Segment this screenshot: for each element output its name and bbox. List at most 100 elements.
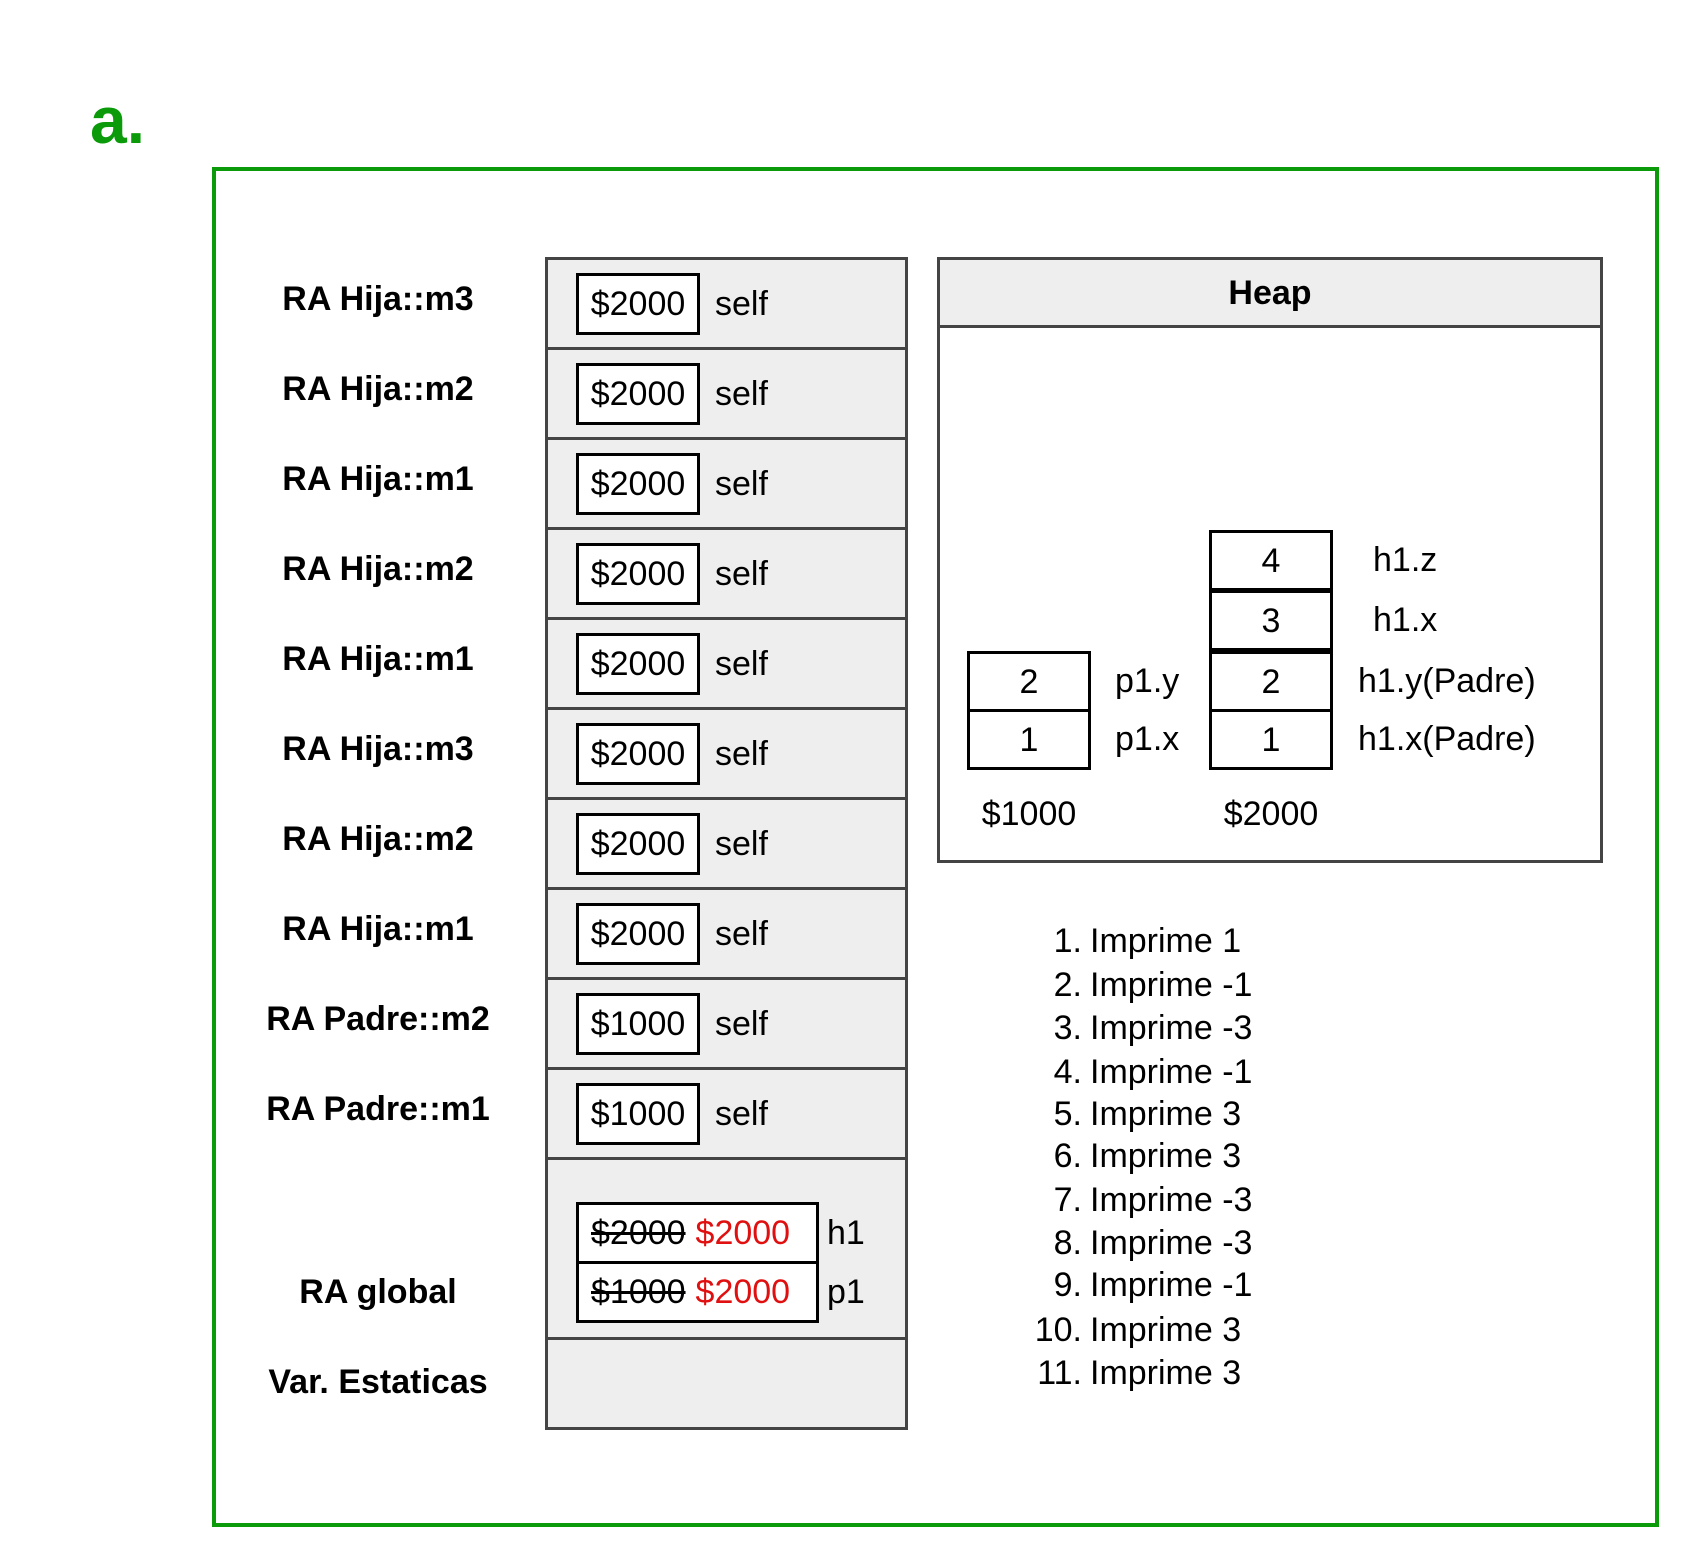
- var-name: self: [715, 915, 768, 953]
- var-name: self: [715, 825, 768, 863]
- stack-frame: $2000 self: [545, 527, 908, 620]
- list-item: 4.Imprime -1: [1010, 1053, 1253, 1092]
- item-number: 9.: [1053, 1266, 1082, 1304]
- item-text: Imprime 1: [1090, 922, 1242, 960]
- global-var-value: $1000$2000: [576, 1261, 819, 1323]
- self-value: $1000: [576, 993, 700, 1055]
- item-text: Imprime 3: [1090, 1354, 1242, 1392]
- old-value: $1000: [591, 1273, 686, 1311]
- self-value: $2000: [576, 903, 700, 965]
- item-number: 4.: [1053, 1053, 1082, 1091]
- list-item: 8.Imprime -3: [1010, 1224, 1253, 1263]
- item-text: Imprime -1: [1090, 966, 1253, 1004]
- heap-cell: 4: [1209, 530, 1333, 591]
- stack-frame: $2000 self: [545, 257, 908, 350]
- self-value: $2000: [576, 453, 700, 515]
- section-heading: a.: [90, 83, 146, 157]
- var-name: self: [715, 465, 768, 503]
- stack-frame: $1000 self: [545, 1067, 908, 1160]
- list-item: 10.Imprime 3: [1010, 1311, 1241, 1350]
- item-text: Imprime -3: [1090, 1009, 1253, 1047]
- self-value: $2000: [576, 723, 700, 785]
- heap-panel: Heap 2 p1.y 1 p1.x $1000 4 h1.z 3 h1.x 2…: [937, 257, 1603, 863]
- stack-frame-label: RA Hija::m3: [282, 730, 474, 768]
- item-text: Imprime -1: [1090, 1053, 1253, 1091]
- item-number: 1.: [1053, 922, 1082, 960]
- item-text: Imprime -3: [1090, 1224, 1253, 1262]
- stack-frame: $1000 self: [545, 977, 908, 1070]
- var-name: h1: [827, 1214, 865, 1252]
- item-number: 6.: [1053, 1137, 1082, 1175]
- heap-cell: 1: [1209, 709, 1333, 770]
- static-vars-label: Var. Estaticas: [268, 1363, 488, 1401]
- heap-cell: 2: [1209, 651, 1333, 712]
- heap-cell-label: p1.x: [1115, 720, 1180, 758]
- list-item: 5.Imprime 3: [1010, 1095, 1242, 1134]
- list-item: 2.Imprime -1: [1010, 966, 1253, 1005]
- stack-frame: $2000 self: [545, 797, 908, 890]
- item-number: 11.: [1037, 1354, 1082, 1392]
- self-value: $2000: [576, 363, 700, 425]
- static-vars-frame: [545, 1337, 908, 1430]
- heap-address: $2000: [1223, 795, 1319, 833]
- heap-cell-label: p1.y: [1115, 662, 1180, 700]
- list-item: 1.Imprime 1: [1010, 922, 1242, 961]
- heap-cell-label: h1.x(Padre): [1358, 720, 1536, 758]
- stack-frame: $2000 self: [545, 707, 908, 800]
- heap-cell-label: h1.y(Padre): [1358, 662, 1536, 700]
- stack-frame: $2000 self: [545, 617, 908, 710]
- item-text: Imprime -1: [1090, 1266, 1253, 1304]
- stack-frame-label: RA Padre::m1: [266, 1090, 490, 1128]
- stack-frame-label: RA Hija::m2: [282, 820, 474, 858]
- stack-frame-label: RA Hija::m2: [282, 370, 474, 408]
- var-name: self: [715, 375, 768, 413]
- var-name: self: [715, 1095, 768, 1133]
- stack-frame: $2000 self: [545, 887, 908, 980]
- global-frame: $2000$2000 h1 $1000$2000 p1: [545, 1157, 908, 1340]
- self-value: $1000: [576, 1083, 700, 1145]
- diagram-frame: [212, 167, 1659, 1527]
- var-name: self: [715, 285, 768, 323]
- self-value: $2000: [576, 543, 700, 605]
- stack-frame-label: RA Padre::m2: [266, 1000, 490, 1038]
- var-name: self: [715, 1005, 768, 1043]
- var-name: self: [715, 735, 768, 773]
- heap-address: $1000: [981, 795, 1077, 833]
- stack-frame-label: RA Hija::m3: [282, 280, 474, 318]
- old-value: $2000: [591, 1214, 686, 1252]
- list-item: 7.Imprime -3: [1010, 1181, 1253, 1220]
- heap-cell: 3: [1209, 590, 1333, 651]
- heap-cell-label: h1.x: [1373, 601, 1438, 639]
- item-number: 3.: [1053, 1009, 1082, 1047]
- heap-title: Heap: [940, 260, 1600, 328]
- global-var-value: $2000$2000: [576, 1202, 819, 1264]
- stack-frame: $2000 self: [545, 437, 908, 530]
- heap-cell-label: h1.z: [1373, 541, 1438, 579]
- item-number: 2.: [1053, 966, 1082, 1004]
- item-text: Imprime -3: [1090, 1181, 1253, 1219]
- stack-frame: $2000 self: [545, 347, 908, 440]
- stack-frame-label: RA Hija::m1: [282, 910, 474, 948]
- stack-frame-label: RA Hija::m1: [282, 640, 474, 678]
- list-item: 6.Imprime 3: [1010, 1137, 1242, 1176]
- self-value: $2000: [576, 273, 700, 335]
- item-text: Imprime 3: [1090, 1095, 1242, 1133]
- new-value: $2000: [695, 1273, 791, 1311]
- item-number: 8.: [1053, 1224, 1082, 1262]
- stack-frame-label: RA Hija::m1: [282, 460, 474, 498]
- heap-cell: 1: [967, 709, 1091, 770]
- list-item: 11.Imprime 3: [1010, 1354, 1241, 1393]
- self-value: $2000: [576, 813, 700, 875]
- global-frame-label: RA global: [299, 1273, 457, 1311]
- self-value: $2000: [576, 633, 700, 695]
- list-item: 9.Imprime -1: [1010, 1266, 1253, 1305]
- new-value: $2000: [695, 1214, 791, 1252]
- var-name: self: [715, 645, 768, 683]
- list-item: 3.Imprime -3: [1010, 1009, 1253, 1048]
- item-number: 7.: [1053, 1181, 1082, 1219]
- var-name: self: [715, 555, 768, 593]
- var-name: p1: [827, 1273, 865, 1311]
- item-number: 5.: [1053, 1095, 1082, 1133]
- item-text: Imprime 3: [1090, 1137, 1242, 1175]
- item-number: 10.: [1034, 1311, 1082, 1349]
